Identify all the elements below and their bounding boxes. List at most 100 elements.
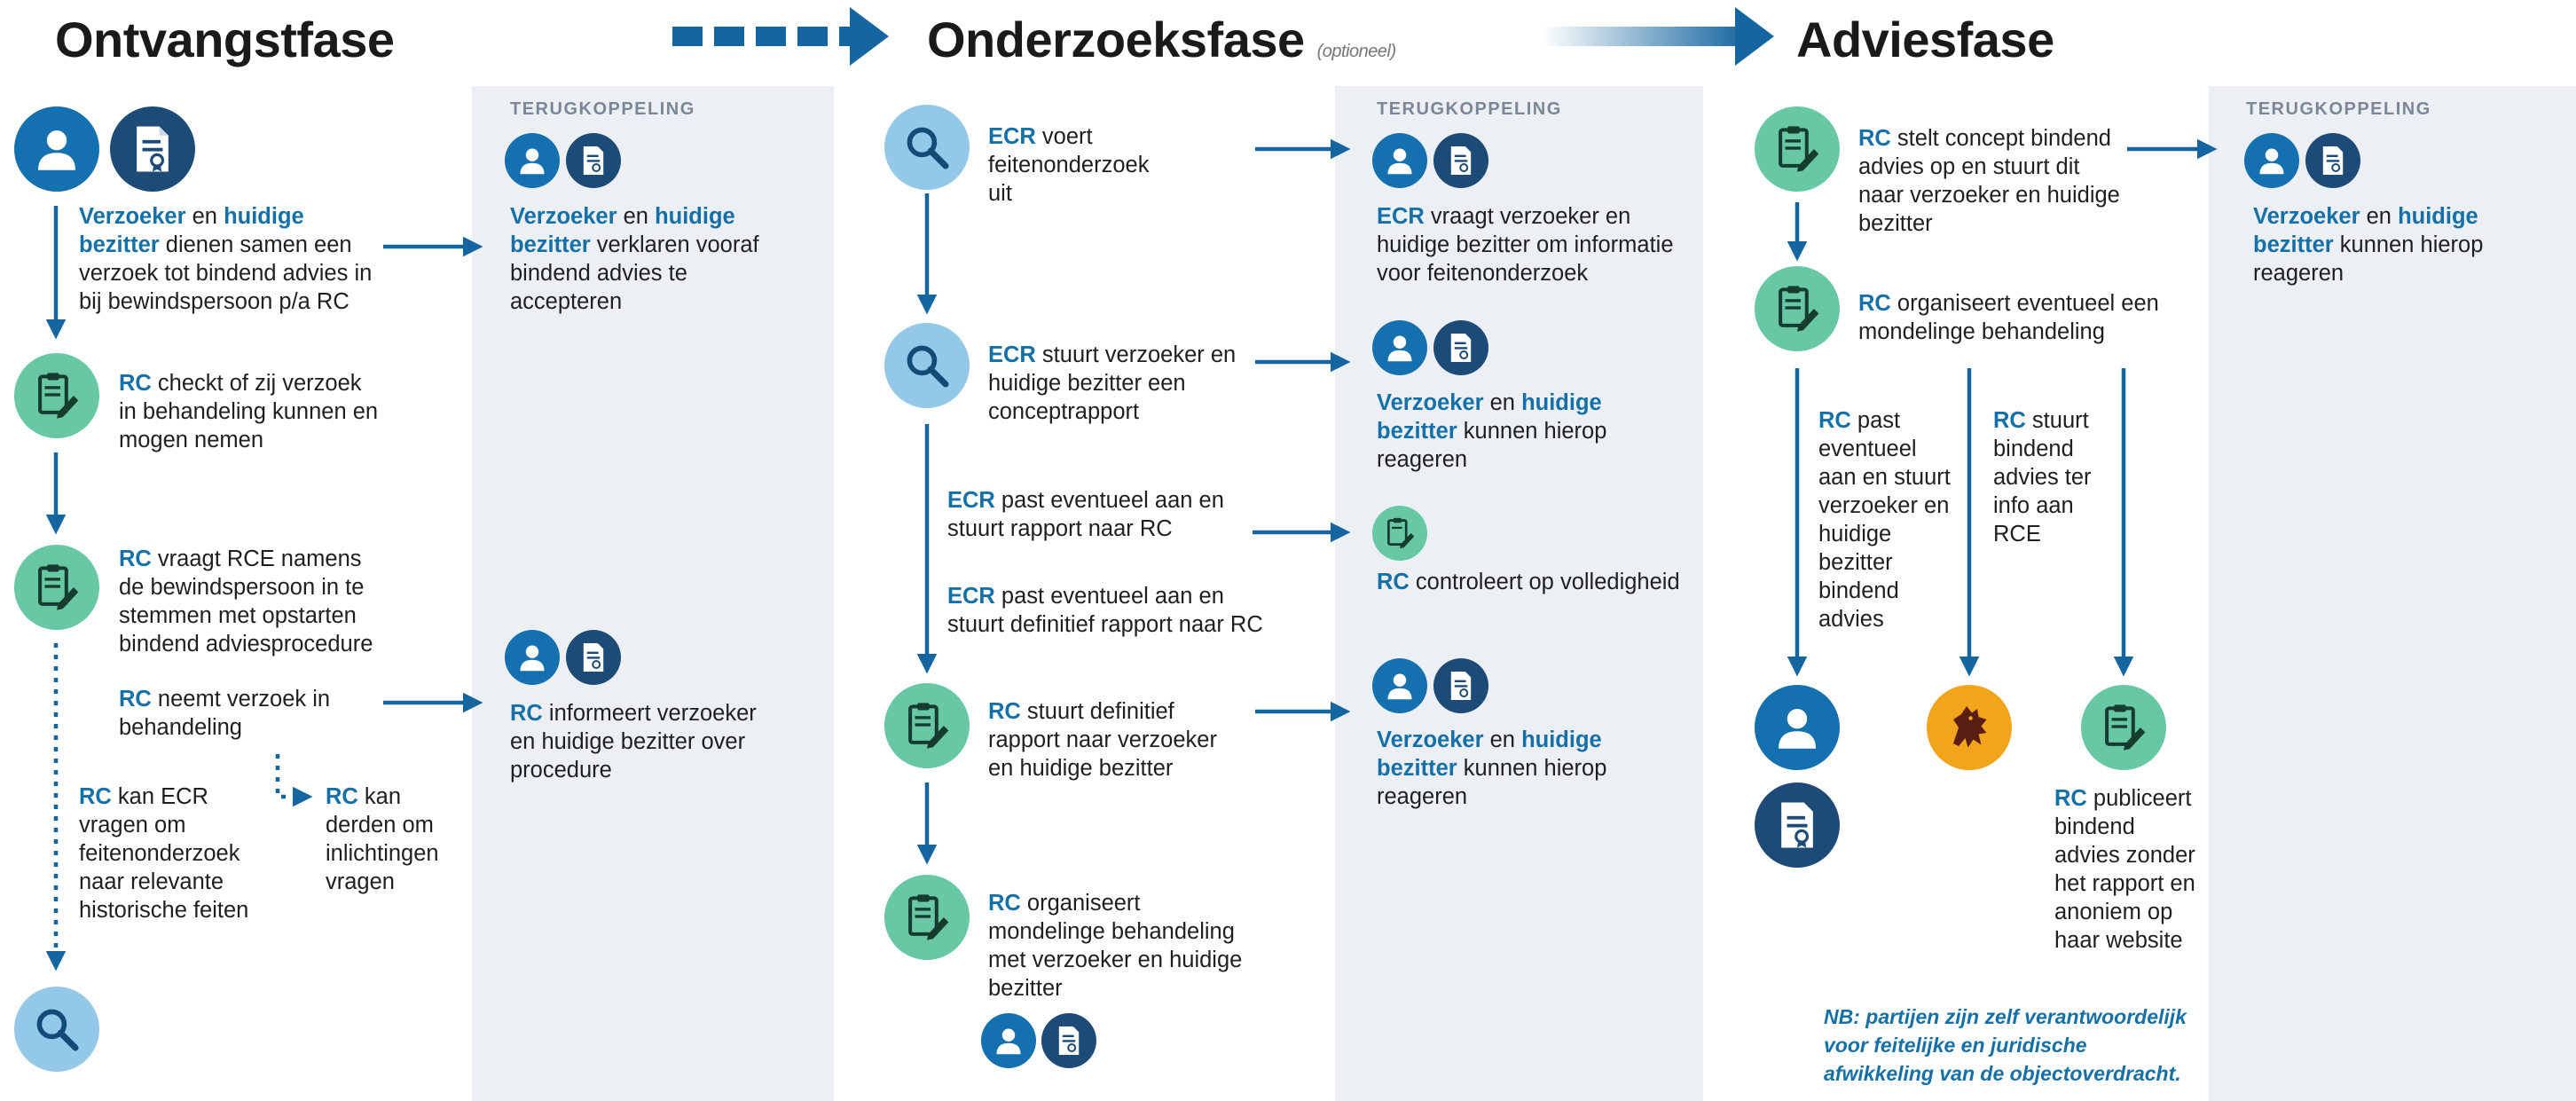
panel-advies-feedback (2209, 86, 2576, 1101)
actor: ECR (988, 124, 1036, 149)
magnifier-icon (884, 323, 970, 408)
phase-note-optional: (optioneel) (1316, 42, 1397, 61)
actor: huidige (2398, 204, 2478, 229)
rc-document-icon (1755, 266, 1840, 351)
feedback-label-2: TERUGKOPPELING (1377, 99, 1562, 119)
text: kan derden om inlichtingen vragen (326, 784, 439, 894)
feedback-rc-complete: RC controleert op volledigheid (1377, 568, 1696, 596)
feedback-rc-informs: RC informeert verzoeker en huidige bezit… (510, 699, 776, 784)
rc-document-icon (1755, 106, 1840, 192)
panel-onderzoek-feedback (1335, 86, 1703, 1101)
text: en (185, 204, 224, 229)
magnifier-icon (884, 105, 970, 190)
step-rc-concept-advice: RC stelt concept bindend advies op en st… (1858, 124, 2124, 238)
text: vraagt RCE namens de bewindspersoon in t… (119, 547, 373, 657)
step-submit-request: Verzoeker en huidige bezitter dienen sam… (79, 202, 381, 316)
phase-arrow-dashed (672, 7, 889, 66)
document-seal-icon (1755, 782, 1840, 868)
text: stelt concept bindend advies op en stuur… (1858, 126, 2120, 236)
text: controleert op volledigheid (1409, 570, 1680, 594)
actor: huidige bezitter (1377, 727, 1602, 781)
rc-document-icon (884, 683, 970, 768)
actor: huidige bezitter (79, 204, 304, 257)
text: kunnen hierop reageren (2253, 232, 2484, 286)
text: voert feitenonderzoek uit (988, 124, 1150, 206)
step-ecr-concept-report: ECR stuurt verzoeker en huidige bezitter… (988, 341, 1237, 426)
actor: RC (988, 699, 1021, 724)
phase-arrow-gradient (1542, 7, 1774, 66)
text: stuurt bindend advies ter info aan RCE (1993, 408, 2092, 547)
phase-title-advies: Adviesfase (1796, 12, 2054, 67)
text: en (2360, 204, 2399, 229)
document-seal-icon (1433, 658, 1488, 713)
text: publiceert bindend advies zonder het rap… (2054, 786, 2195, 953)
person-icon (14, 106, 99, 192)
step-rc-oral-hearing: RC organiseert eventueel een mondelinge … (1858, 289, 2160, 346)
actor: Verzoeker (510, 204, 617, 229)
step-ecr-final-report: ECR past eventueel aan en stuurt definit… (947, 582, 1267, 639)
rc-document-icon (1372, 506, 1427, 561)
rc-document-icon (14, 353, 99, 438)
text: past eventueel aan en stuurt verzoeker e… (1818, 408, 1951, 632)
step-ecr-research: ECR voert feitenonderzoek uit (988, 122, 1174, 208)
person-icon (2244, 133, 2299, 188)
step-rc-info-rce: RC stuurt bindend advies ter info aan RC… (1993, 406, 2100, 548)
actor: ECR (947, 584, 995, 609)
person-icon (1372, 133, 1427, 188)
document-seal-icon (1433, 133, 1488, 188)
text: en (1483, 727, 1522, 752)
person-icon (1372, 658, 1427, 713)
text: past eventueel aan en stuurt definitief … (947, 584, 1263, 637)
document-seal-icon (1041, 1013, 1096, 1068)
step-rc-third-parties: RC kan derden om inlichtingen vragen (326, 782, 459, 896)
actor: RC (79, 784, 112, 809)
feedback-react-advice: Verzoeker en huidige bezitter kunnen hier… (2253, 202, 2501, 287)
feedback-ecr-info: ECR vraagt verzoeker en huidige bezitter… (1377, 202, 1687, 287)
actor: Verzoeker (1377, 390, 1484, 415)
text: checkt of zij verzoek in behandeling kun… (119, 371, 379, 452)
panel-advies-main (1796, 86, 2209, 1101)
text: organiseert mondelinge behandeling met v… (988, 891, 1243, 1001)
text: organiseert eventueel een mondelinge beh… (1858, 291, 2159, 344)
document-seal-icon (110, 106, 195, 192)
feedback-label-1: TERUGKOPPELING (510, 99, 695, 119)
rc-document-icon (884, 875, 970, 960)
document-seal-icon (566, 133, 621, 188)
phase-title-onderzoek-text: Onderzoeksfase (927, 12, 1305, 67)
actor: Verzoeker (79, 204, 186, 229)
person-icon (505, 630, 560, 685)
panel-onderzoek-main (927, 86, 1335, 1101)
panel-ontvangst-feedback (472, 86, 834, 1101)
magnifier-icon (14, 987, 99, 1072)
text: stuurt verzoeker en huidige bezitter een… (988, 342, 1237, 424)
step-rc-send-final: RC stuurt definitief rapport naar verzoe… (988, 697, 1228, 782)
actor: Verzoeker (2253, 204, 2360, 229)
text: vraagt verzoeker en huidige bezitter om … (1377, 204, 1674, 286)
rc-document-icon (14, 545, 99, 630)
step-rc-take-request: RC neemt verzoek in behandeling (119, 685, 385, 742)
panel-ontvangst-main (55, 86, 472, 1101)
text: stuurt definitief rapport naar verzoeker… (988, 699, 1217, 781)
actor: RC (510, 701, 543, 726)
actor: RC (119, 547, 152, 571)
text: en (1483, 390, 1522, 415)
text: verklaren vooraf bindend advies te accep… (510, 232, 759, 314)
actor: RC (119, 687, 152, 712)
step-rc-check: RC checkt of zij verzoek in behandeling … (119, 369, 385, 454)
actor: ECR (1377, 204, 1425, 229)
person-icon (1755, 685, 1840, 770)
document-seal-icon (2305, 133, 2360, 188)
actor: bezitter (2253, 232, 2334, 257)
text: past eventueel aan en stuurt rapport naa… (947, 488, 1224, 541)
text: kunnen hierop reageren (1377, 419, 1607, 472)
text: en (617, 204, 656, 229)
text: kan ECR vragen om feitenonderzoek naar r… (79, 784, 249, 923)
step-rc-ask-rce: RC vraagt RCE namens de bewindspersoon i… (119, 545, 385, 658)
step-rc-hearing: RC organiseert mondelinge behandeling me… (988, 889, 1254, 1003)
actor: RC (1858, 291, 1891, 316)
actor: RC (1818, 408, 1851, 433)
feedback-react-concept: Verzoeker en huidige bezitter kunnen hie… (1377, 389, 1607, 474)
actor: RC (988, 891, 1021, 916)
lion-icon (1927, 685, 2012, 770)
